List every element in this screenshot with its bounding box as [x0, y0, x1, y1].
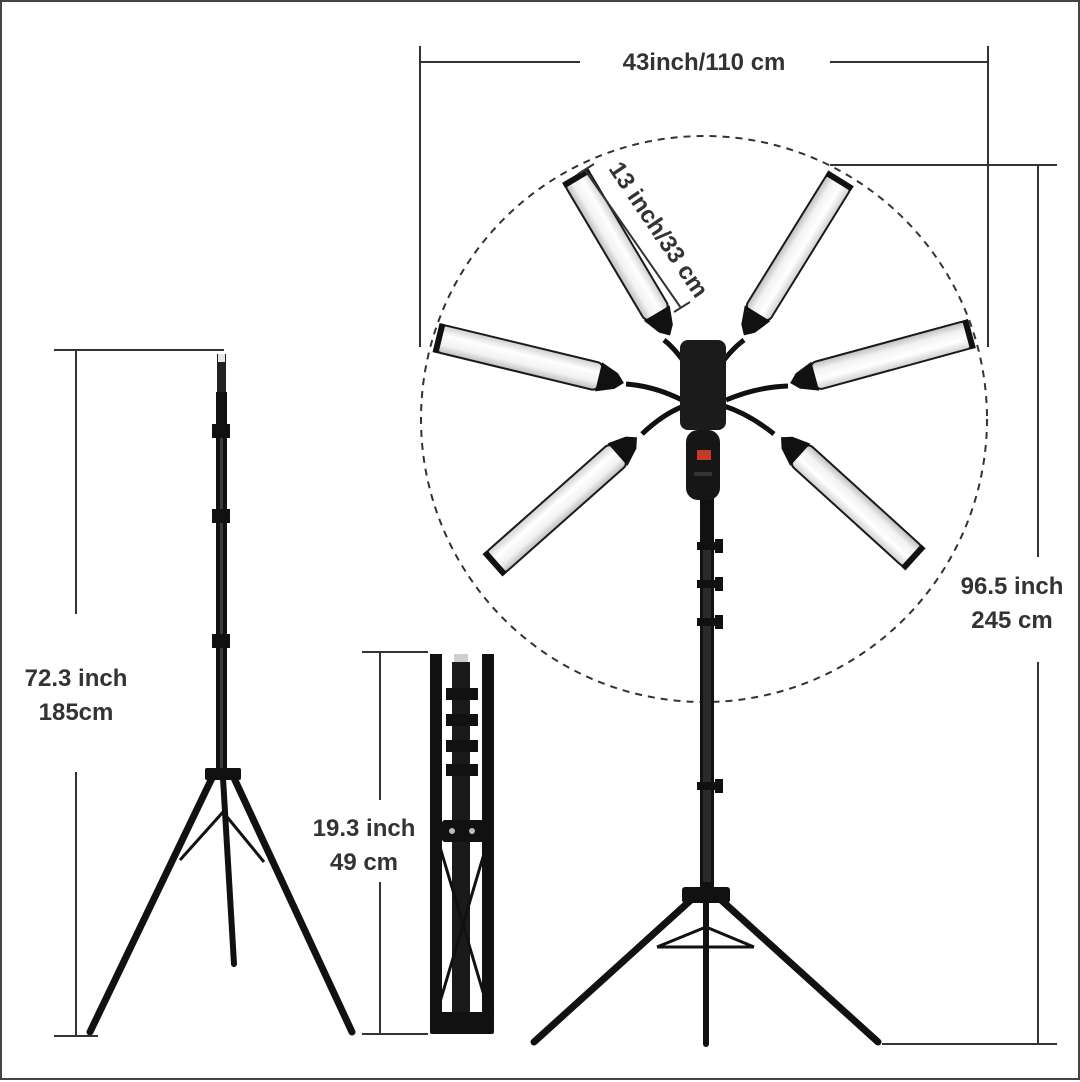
- light-tube-top-right: [711, 170, 854, 376]
- folded-hub: [442, 820, 484, 842]
- light-tube-body: [790, 319, 976, 391]
- light-tube-bottom-right: [723, 403, 926, 571]
- light-tube-mid-right: [725, 319, 976, 403]
- gooseneck-arm: [640, 403, 685, 436]
- light-tube-body: [562, 167, 673, 336]
- folded-height-cm-label: 49 cm: [330, 849, 398, 876]
- light-tube-mid-left: [432, 322, 684, 403]
- tripod-top-stud: [217, 354, 226, 394]
- tripod-leg-center: [220, 775, 237, 967]
- tripod-leg-right: [230, 774, 356, 1036]
- folded-height-inch-label: 19.3 inch: [313, 815, 416, 842]
- light-tube-body: [432, 322, 624, 392]
- width-label: 43inch/110 cm: [623, 49, 786, 76]
- tripod-height-dimension: 72.3 inch 185cm: [25, 349, 224, 1037]
- gooseneck-arm: [625, 381, 684, 403]
- gooseneck-arm: [723, 403, 776, 436]
- folded-knob-3: [446, 740, 478, 752]
- tripod-height-inch-label: 72.3 inch: [25, 665, 128, 692]
- tube-dimension-line: [584, 169, 682, 309]
- gooseneck-arm: [725, 383, 789, 403]
- tube-dimension-tick-top: [577, 163, 595, 175]
- total-height-inch-label: 96.5 inch: [961, 573, 1064, 600]
- light-tube-body: [482, 436, 637, 577]
- folded-leg-right: [482, 654, 494, 1024]
- tripod-leg-left: [86, 774, 216, 1036]
- folded-height-dimension: 19.3 inch 49 cm: [313, 651, 428, 1035]
- tripod-knob-2: [212, 509, 230, 523]
- light-tube-body: [741, 170, 854, 336]
- main-pole-highlight: [703, 542, 711, 882]
- control-box: [686, 430, 720, 500]
- tripod-stand: [86, 354, 356, 1036]
- light-tube-top-left: [562, 167, 695, 376]
- folded-feet: [430, 1012, 494, 1034]
- folded-knob-1: [446, 688, 478, 700]
- folded-knob-2: [446, 714, 478, 726]
- main-stand: [530, 477, 882, 1047]
- width-dimension: 43inch/110 cm: [419, 46, 989, 347]
- folded-stand: [430, 654, 494, 1034]
- control-display-icon: [697, 450, 711, 460]
- main-pole-knobs: [697, 539, 723, 793]
- light-tube-bottom-left: [482, 403, 685, 577]
- main-leg-right: [716, 895, 882, 1046]
- light-tube-body: [781, 436, 926, 571]
- tripod-knob-1: [212, 424, 230, 438]
- main-leg-left: [530, 895, 696, 1046]
- controller-head: [680, 340, 726, 500]
- total-height-cm-label: 245 cm: [971, 607, 1052, 634]
- tripod-height-cm-label: 185cm: [39, 699, 114, 726]
- folded-knob-4: [446, 764, 478, 776]
- total-height-dimension: 96.5 inch 245 cm: [830, 164, 1064, 1045]
- tube-dimension-tick-bottom: [673, 301, 691, 313]
- phone-holder: [680, 340, 726, 430]
- tripod-knob-3: [212, 634, 230, 648]
- folded-leg-left: [430, 654, 442, 1024]
